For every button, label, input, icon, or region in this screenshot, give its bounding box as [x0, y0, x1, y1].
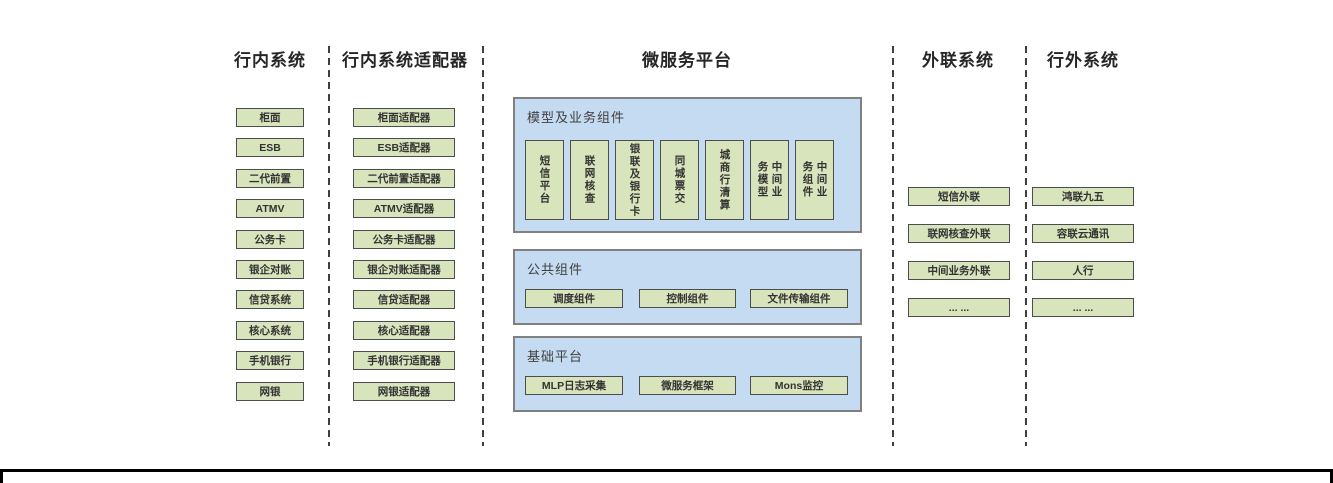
dashed-divider — [482, 46, 484, 446]
model-component-node: 银联及银行卡 — [615, 140, 654, 220]
outreach-node: 联网核查外联 — [908, 224, 1010, 243]
model-component-node: 中间业 务模型 — [750, 140, 789, 220]
adapter-node: 银企对账适配器 — [353, 260, 455, 279]
column-title-platform: 微服务平台 — [642, 51, 732, 70]
panel-common-components: 公共组件 调度组件 控制组件 文件传输组件 — [513, 249, 862, 325]
external-node: 容联云通讯 — [1032, 224, 1134, 243]
outreach-node: 短信外联 — [908, 187, 1010, 206]
internal-system-node: ESB — [236, 138, 304, 157]
panel-base-platform: 基础平台 MLP日志采集 微服务框架 Mons监控 — [513, 336, 862, 412]
panel-label: 基础平台 — [527, 349, 584, 364]
adapter-node: ESB适配器 — [353, 138, 455, 157]
adapter-node: ATMV适配器 — [353, 199, 455, 218]
outreach-node: 中间业务外联 — [908, 261, 1010, 280]
external-node: 鸿联九五 — [1032, 187, 1134, 206]
adapter-node: 核心适配器 — [353, 321, 455, 340]
bottom-border-right-stub — [1330, 469, 1333, 483]
adapter-node: 手机银行适配器 — [353, 351, 455, 370]
internal-system-node: 银企对账 — [236, 260, 304, 279]
external-node: 人行 — [1032, 261, 1134, 280]
adapter-node: 柜面适配器 — [353, 108, 455, 127]
internal-system-node: 手机银行 — [236, 351, 304, 370]
column-title-adapters: 行内系统适配器 — [342, 51, 468, 70]
model-component-node: 短信平台 — [525, 140, 564, 220]
common-component-node: 调度组件 — [525, 289, 623, 308]
internal-system-node: 二代前置 — [236, 169, 304, 188]
panel-label: 模型及业务组件 — [527, 110, 626, 125]
bottom-border-left-stub — [0, 469, 3, 483]
model-component-node: 联网核查 — [570, 140, 609, 220]
common-component-node: 文件传输组件 — [750, 289, 848, 308]
common-component-node: 控制组件 — [639, 289, 736, 308]
base-platform-node: 微服务框架 — [639, 376, 736, 395]
base-platform-node: Mons监控 — [750, 376, 848, 395]
adapter-node: 信贷适配器 — [353, 290, 455, 309]
external-node: ... ... — [1032, 298, 1134, 317]
internal-system-node: 核心系统 — [236, 321, 304, 340]
dashed-divider — [892, 46, 894, 446]
dashed-divider — [1025, 46, 1027, 446]
model-component-node: 城商行清算 — [705, 140, 744, 220]
adapter-node: 二代前置适配器 — [353, 169, 455, 188]
internal-system-node: ATMV — [236, 199, 304, 218]
bottom-border — [0, 469, 1333, 472]
column-title-external: 行外系统 — [1047, 51, 1119, 70]
panel-label: 公共组件 — [527, 262, 584, 277]
internal-system-node: 柜面 — [236, 108, 304, 127]
dashed-divider — [328, 46, 330, 446]
column-title-internal: 行内系统 — [234, 51, 306, 70]
column-title-outreach: 外联系统 — [922, 51, 994, 70]
outreach-node: ... ... — [908, 298, 1010, 317]
model-component-node: 同城票交 — [660, 140, 699, 220]
internal-system-node: 信贷系统 — [236, 290, 304, 309]
internal-system-node: 网银 — [236, 382, 304, 401]
panel-model-components: 模型及业务组件 短信平台 联网核查 银联及银行卡 同城票交 城商行清算 中间业 … — [513, 97, 862, 233]
internal-system-node: 公务卡 — [236, 230, 304, 249]
base-platform-node: MLP日志采集 — [525, 376, 623, 395]
adapter-node: 公务卡适配器 — [353, 230, 455, 249]
adapter-node: 网银适配器 — [353, 382, 455, 401]
model-component-node: 中间业 务组件 — [795, 140, 834, 220]
